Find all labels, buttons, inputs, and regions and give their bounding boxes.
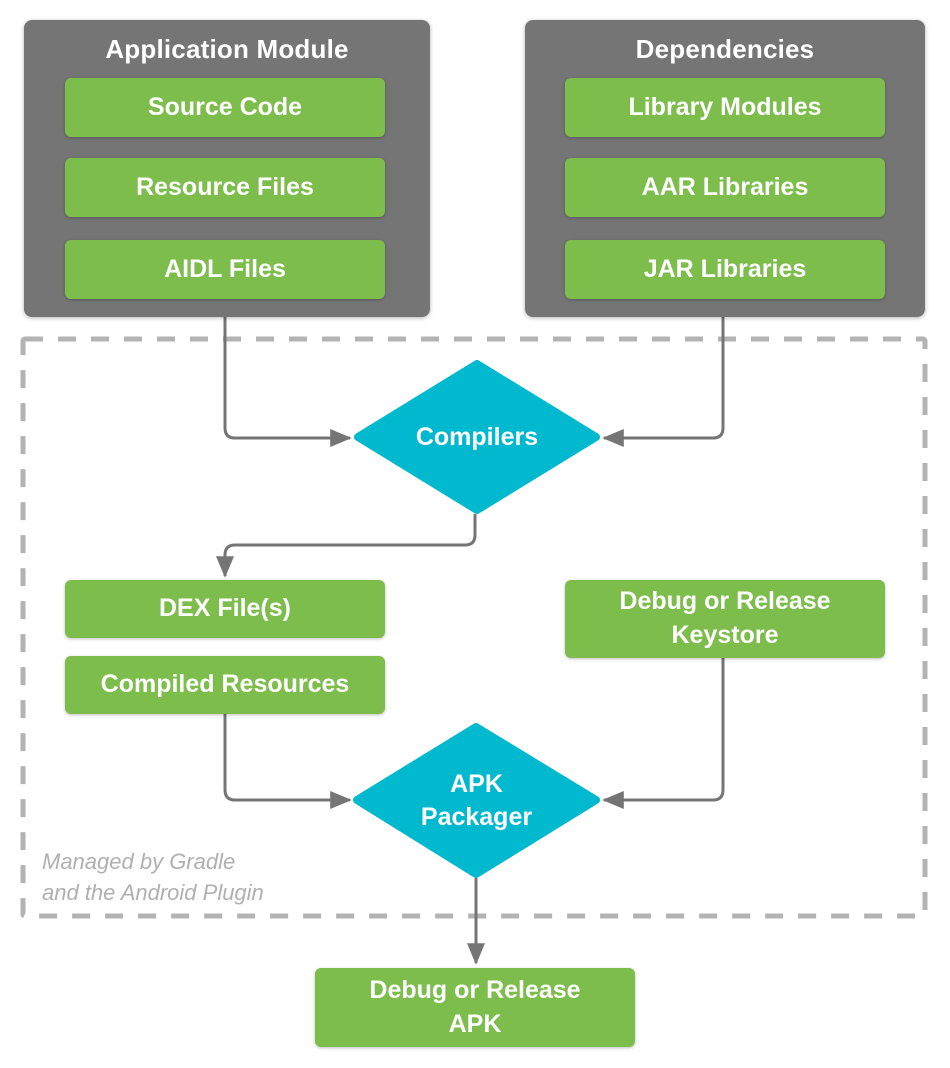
apk-packager-diamond-shape: [353, 723, 600, 878]
compilers-diamond-label: Compilers: [415, 422, 539, 451]
source-code-box: Source Code: [65, 78, 385, 137]
arrow-application-module-to-compilers: [223, 317, 352, 447]
arrow-keystore-to-apk-packager: [602, 658, 725, 809]
jar-libraries-box: JAR Libraries: [565, 240, 885, 299]
compiled-resources-box: Compiled Resources: [65, 656, 385, 714]
library-modules-box: Library Modules: [565, 78, 885, 137]
dex-files-box: DEX File(s): [65, 580, 385, 638]
arrow-compiled-resources-to-apk-packager: [223, 714, 352, 809]
application-module-title: Application Module: [105, 34, 349, 64]
managed-by-gradle-note: Managed by Gradle and the Android Plugin: [42, 846, 264, 908]
keystore-box: Debug or Release Keystore: [565, 580, 885, 658]
arrow-dependencies-to-compilers: [602, 317, 725, 447]
apk-packager-diamond-label: APK Packager: [420, 770, 533, 831]
arrow-compilers-to-dex-files: [216, 514, 477, 578]
aar-libraries-box: AAR Libraries: [565, 158, 885, 217]
output-apk-box: Debug or Release APK: [315, 968, 635, 1047]
gradle-managed-region-border: [20, 336, 928, 919]
dependencies-title: Dependencies: [635, 34, 815, 64]
aidl-files-box: AIDL Files: [65, 240, 385, 299]
note-line-2: and the Android Plugin: [42, 880, 264, 905]
note-line-1: Managed by Gradle: [42, 849, 236, 874]
compilers-diamond-shape: [354, 360, 600, 514]
resource-files-box: Resource Files: [65, 158, 385, 217]
